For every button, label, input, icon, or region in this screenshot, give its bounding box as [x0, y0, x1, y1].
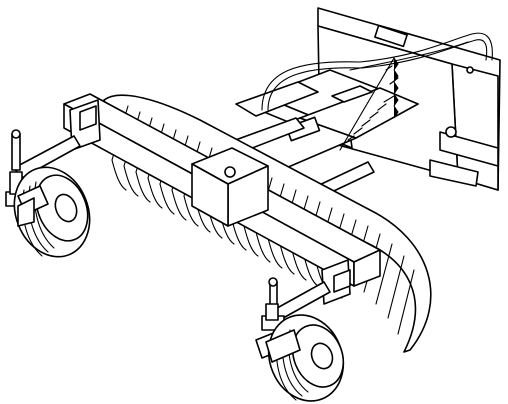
chain — [339, 57, 399, 151]
left-gauge-wheel — [13, 166, 91, 258]
left-wheel-support-arm — [5, 99, 101, 209]
rake-bar — [63, 93, 381, 287]
right-gauge-wheel — [265, 314, 345, 402]
hydraulic-hoses — [261, 24, 493, 111]
right-wheel-support-arm — [255, 259, 351, 359]
